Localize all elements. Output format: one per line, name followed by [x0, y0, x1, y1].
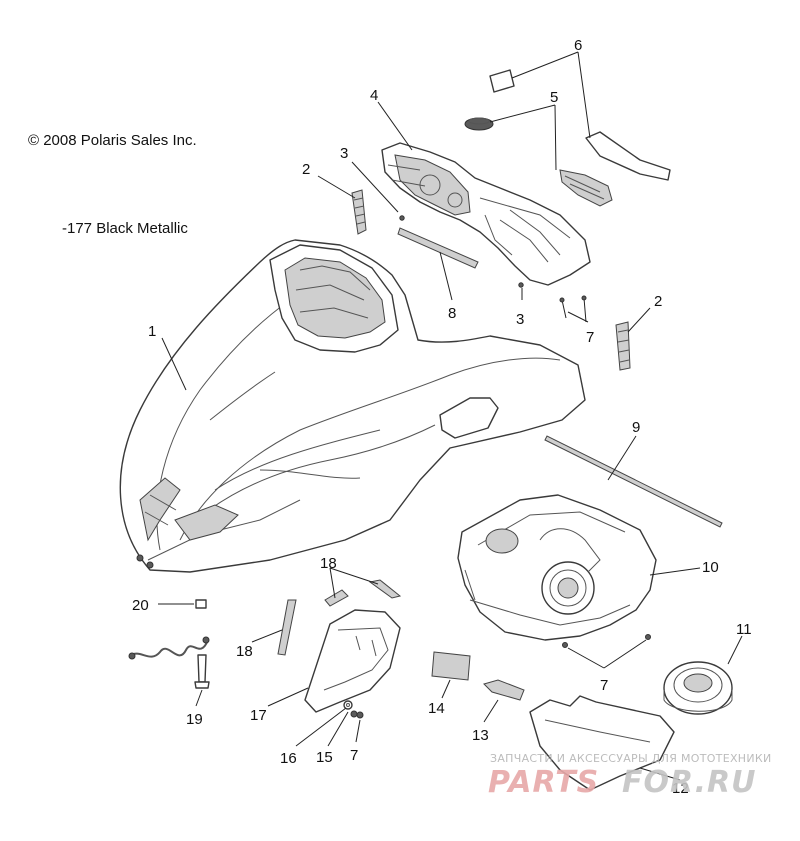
copyright-note: © 2008 Polaris Sales Inc. — [28, 132, 197, 149]
callout-11: 11 — [736, 621, 752, 638]
callout-7-right: 7 — [600, 677, 608, 694]
callout-18-left: 18 — [236, 643, 253, 660]
foam-strip-part — [277, 579, 402, 656]
long-trim-strip-part — [544, 435, 723, 528]
callout-6: 6 — [574, 37, 582, 54]
fastener-right-part — [562, 634, 651, 648]
callout-2-left: 2 — [302, 161, 310, 178]
small-decal-part — [483, 679, 525, 701]
callout-4: 4 — [370, 87, 378, 104]
callout-10: 10 — [702, 559, 719, 576]
callout-14: 14 — [428, 700, 445, 717]
latch-left-part — [351, 189, 367, 235]
callout-17: 17 — [250, 707, 267, 724]
callout-2-right: 2 — [654, 293, 662, 310]
foam-pad-part — [431, 651, 471, 681]
callout-12: 12 — [672, 780, 689, 797]
watermark-brand-a: PARTS — [488, 765, 599, 800]
color-code-note: -177 Black Metallic — [62, 220, 188, 237]
watermark: ЗАПЧАСТИ И АКСЕССУАРЫ ДЛЯ МОТОТЕХНИКИ PA… — [488, 752, 772, 800]
fastener-upper-part — [559, 295, 587, 323]
cluster-bezel-part — [464, 117, 613, 207]
callout-1: 1 — [148, 323, 156, 340]
callout-16: 16 — [280, 750, 297, 767]
headlight-housing-part — [457, 494, 657, 641]
instrument-console-part — [381, 142, 591, 286]
screw-upper-part — [399, 215, 405, 221]
callout-15: 15 — [316, 749, 333, 766]
wire-harness-part — [128, 599, 210, 660]
headlight-grommet-part — [663, 661, 733, 715]
screw-lower-part — [518, 282, 524, 288]
nut-part — [350, 710, 358, 718]
callout-20: 20 — [132, 597, 149, 614]
callout-13: 13 — [472, 727, 489, 744]
trim-strip-part — [397, 227, 479, 269]
callout-8: 8 — [448, 305, 456, 322]
callout-numbers: 1 2 2 3 3 4 5 6 7 7 7 8 9 10 11 12 13 14… — [132, 37, 752, 797]
callout-9: 9 — [632, 419, 640, 436]
hood-part — [119, 239, 586, 573]
callout-7-upper: 7 — [586, 329, 594, 346]
bolt-part — [194, 654, 210, 689]
fastener-lower-part — [356, 711, 364, 719]
callout-18-top: 18 — [320, 555, 337, 572]
decal-pad-part — [489, 69, 671, 181]
callout-3-upper: 3 — [340, 145, 348, 162]
leader-lines — [158, 51, 743, 781]
side-panel-bracket-part — [304, 609, 401, 713]
callout-5: 5 — [550, 89, 558, 106]
watermark-brand-b: FOR.RU — [622, 765, 757, 800]
callout-3-lower: 3 — [516, 311, 524, 328]
lower-shield-part — [529, 695, 675, 791]
latch-right-part — [615, 321, 631, 371]
callout-7-lower: 7 — [350, 747, 358, 764]
watermark-tagline: ЗАПЧАСТИ И АКСЕССУАРЫ ДЛЯ МОТОТЕХНИКИ — [490, 752, 772, 765]
callout-19: 19 — [186, 711, 203, 728]
washer-part — [343, 700, 353, 710]
